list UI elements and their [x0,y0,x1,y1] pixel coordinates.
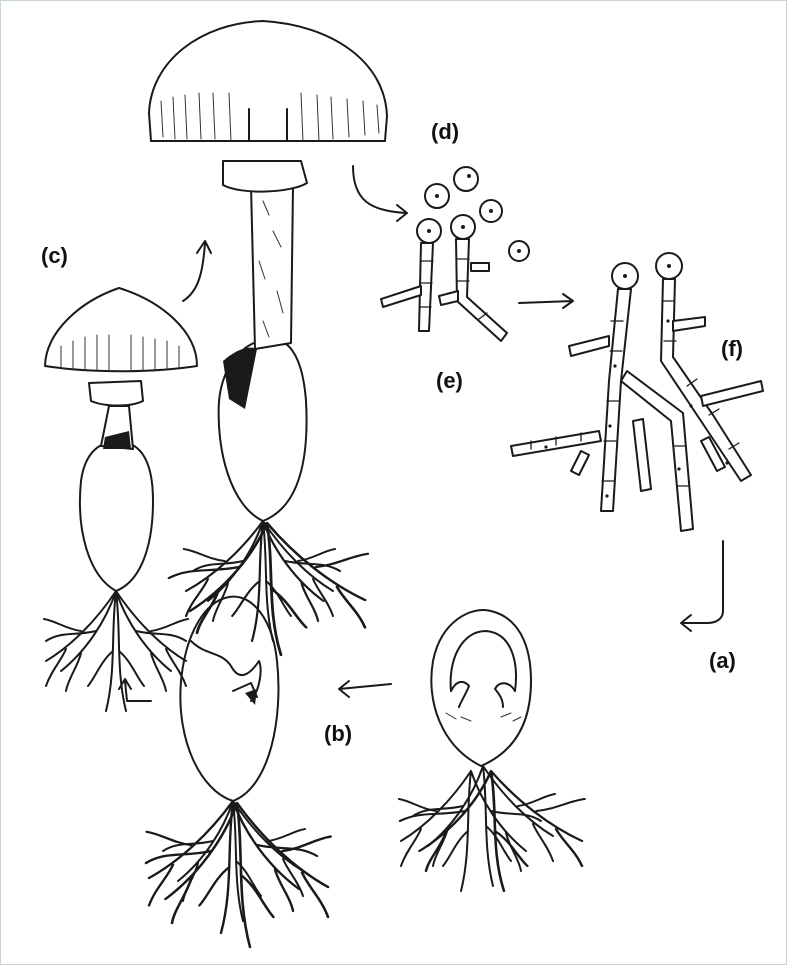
label-b: (b) [324,721,352,746]
label-f: (f) [721,336,743,361]
label-c: (c) [41,243,68,268]
label-d: (d) [431,119,459,144]
arrow-e-to-f [519,294,573,308]
arrow-a-to-b [339,681,391,697]
label-e: (e) [436,368,463,393]
arrow-c-to-mature [183,241,211,301]
arrow-mushroom-to-spores [353,166,407,221]
stage-f-mycelium [511,253,763,531]
stage-d-spores [425,167,529,261]
stage-e-germination [381,215,507,341]
stage-b-egg [146,597,331,947]
arrow-f-to-a [681,541,723,631]
stage-a-button [399,610,585,891]
label-a: (a) [709,648,736,673]
stage-c-young-mushroom [44,288,197,711]
